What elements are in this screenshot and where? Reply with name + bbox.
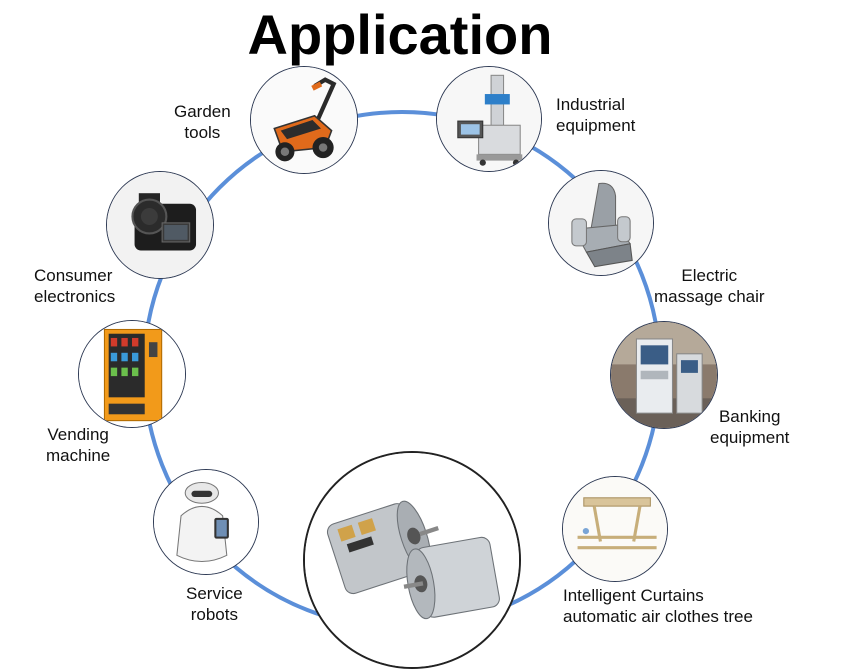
clothes-rack-icon <box>562 476 668 582</box>
diagram-title: Application <box>247 3 553 66</box>
atm-kiosk-icon <box>610 321 718 429</box>
label-garden-tools: Garden tools <box>174 102 231 142</box>
lawn-mower-icon <box>250 66 358 174</box>
camera-icon <box>106 171 214 279</box>
service-robot-icon <box>153 469 259 575</box>
label-service-robots: Service robots <box>186 584 243 624</box>
industrial-machine-icon <box>436 66 542 172</box>
dc-motor-icon <box>303 451 521 669</box>
label-banking-equipment: Banking equipment <box>710 407 790 447</box>
vending-machine-icon <box>78 320 186 428</box>
label-consumer-electronics: Consumer electronics <box>34 266 116 306</box>
label-curtains-clothes-tree: Intelligent Curtains automatic air cloth… <box>563 586 753 626</box>
massage-chair-icon <box>548 170 654 276</box>
label-vending-machine: Vending machine <box>46 425 111 465</box>
label-massage-chair: Electric massage chair <box>654 266 765 306</box>
label-industrial-equipment: Industrial equipment <box>556 95 636 135</box>
